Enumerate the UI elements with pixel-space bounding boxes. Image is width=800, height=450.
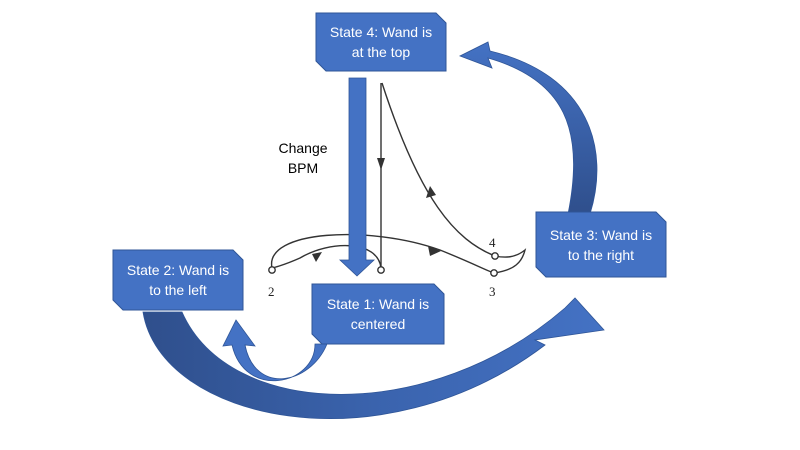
state-3-label: State 3: Wand is to the right — [549, 226, 653, 263]
beat-pattern-sketch — [268, 82, 527, 277]
change-bpm-label: Change BPM — [278, 140, 328, 176]
state-1-box: State 1: Wand is centered — [312, 284, 444, 344]
beat-point-1 — [377, 266, 385, 274]
beat-number-4: 4 — [489, 235, 496, 250]
state2-shape — [112, 249, 244, 311]
beat-path-2-to-3 — [271, 233, 495, 274]
state-4-box: State 4: Wand is at the top — [316, 13, 446, 71]
beat-arrowhead-right — [428, 246, 441, 256]
beat-number-2: 2 — [268, 284, 275, 299]
arrow-state2-to-state3 — [142, 297, 605, 419]
beat-point-2 — [268, 266, 276, 274]
arrow-state1-to-state2 — [222, 319, 328, 382]
beat-path-4-to-top — [381, 82, 496, 257]
state-2-box: State 2: Wand is to the left — [113, 250, 243, 310]
beat-arrowhead-up — [426, 186, 436, 198]
state-3-box: State 3: Wand is to the right — [536, 212, 666, 277]
arrow-state3-to-state4 — [459, 41, 598, 215]
state1-shape — [311, 283, 445, 345]
beat-arrowhead-left — [312, 252, 322, 262]
state-1-label: State 1: Wand is centered — [326, 296, 430, 332]
state-2-label: State 2: Wand is to the left — [126, 262, 230, 298]
beat-point-3 — [490, 269, 498, 277]
beat-path-3-to-4 — [493, 248, 527, 274]
arrow-state4-to-state1 — [338, 77, 376, 277]
beat-number-3: 3 — [489, 284, 496, 299]
state-4-label: State 4: Wand is at the top — [329, 24, 433, 60]
beat-point-4 — [491, 252, 499, 260]
state3-shape — [535, 211, 667, 278]
state4-shape — [315, 12, 447, 72]
downbeat-arrowhead — [377, 158, 385, 170]
beat-path-1-to-2 — [271, 244, 382, 269]
